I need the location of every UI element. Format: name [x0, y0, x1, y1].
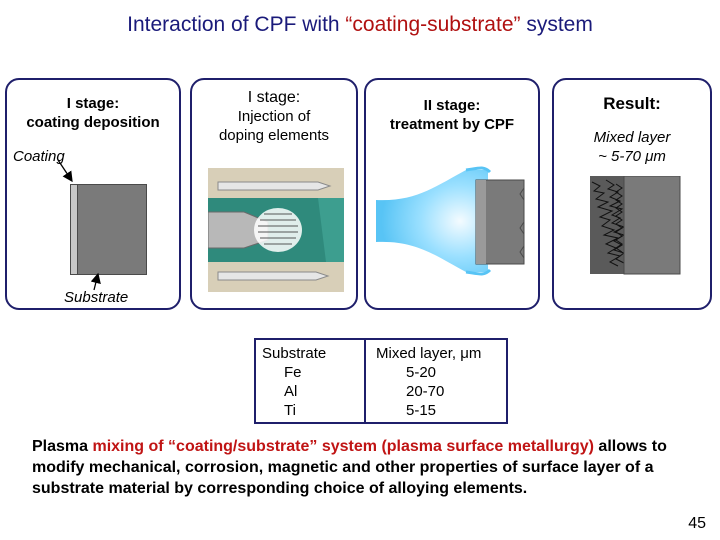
panel4-heading: Result:	[603, 94, 661, 113]
table-header-mixed: Mixed layer, μm	[376, 345, 482, 362]
panel1-heading: I stage: coating deposition	[7, 94, 179, 132]
substrate-arrow	[90, 272, 101, 291]
coating-label: Coating	[13, 148, 65, 165]
panel2-line1: Injection of	[237, 108, 311, 125]
summary-part2: mixing of “coating/substrate” system (pl…	[92, 438, 594, 455]
panel1-heading-line1: I stage:	[66, 95, 120, 112]
panel2-heading: I stage:	[247, 89, 301, 106]
slide-title: Interaction of CPF with “coating-substra…	[0, 13, 720, 37]
substrate-block	[77, 184, 147, 275]
injection-illustration	[208, 168, 344, 292]
table-cell-mixed: 5-20	[406, 364, 437, 381]
mixed-layer-illustration	[590, 176, 681, 275]
coating-arrow	[57, 159, 73, 183]
result-line1: Mixed layer	[593, 129, 671, 146]
panel3-heading-line2: treatment by CPF	[389, 116, 515, 133]
panel-result: Result: Mixed layer ~ 5-70 μm	[552, 78, 712, 310]
page-number: 45	[688, 515, 706, 532]
plasma-flow-illustration	[376, 166, 525, 276]
summary-part1: Plasma	[32, 438, 93, 455]
summary-paragraph: Plasma mixing of “coating/substrate” sys…	[32, 436, 672, 499]
panel4-text: Mixed layer ~ 5-70 μm	[554, 128, 710, 166]
table-header-substrate: Substrate	[262, 345, 327, 362]
substrate-label: Substrate	[62, 288, 131, 307]
panel-injection: I stage: Injection of doping elements	[190, 78, 358, 310]
panel2-text: I stage: Injection of doping elements	[192, 88, 356, 145]
panel-coating-deposition: I stage: coating deposition Coating	[5, 78, 181, 310]
panel-treatment: II stage: treatment by CPF	[364, 78, 540, 310]
composition-table: Substrate Fe Al Ti Mixed layer, μm 5-20 …	[254, 338, 508, 424]
table-divider	[364, 340, 366, 422]
table-cell-mixed: 5-15	[406, 402, 437, 419]
panel3-heading: II stage: treatment by CPF	[366, 96, 538, 134]
summary-part3: allows to modify mechanical, corrosion, …	[32, 438, 667, 497]
table-cell-mixed: 20-70	[406, 383, 445, 400]
title-post: system	[520, 13, 593, 36]
table-cell-substrate: Ti	[284, 402, 296, 419]
title-quoted: “coating-substrate”	[345, 13, 521, 36]
table-cell-substrate: Fe	[284, 364, 302, 381]
title-pre: Interaction of CPF with	[127, 13, 346, 36]
panel3-heading-line1: II stage:	[423, 97, 481, 114]
panel2-line2: doping elements	[218, 127, 330, 144]
result-line2: ~ 5-70 μm	[598, 148, 666, 165]
table-col-mixed: Mixed layer, μm 5-20 20-70 5-15	[376, 344, 481, 420]
panel1-heading-line2: coating deposition	[26, 114, 160, 131]
table-col-substrate: Substrate Fe Al Ti	[262, 344, 326, 420]
table-cell-substrate: Al	[284, 383, 298, 400]
